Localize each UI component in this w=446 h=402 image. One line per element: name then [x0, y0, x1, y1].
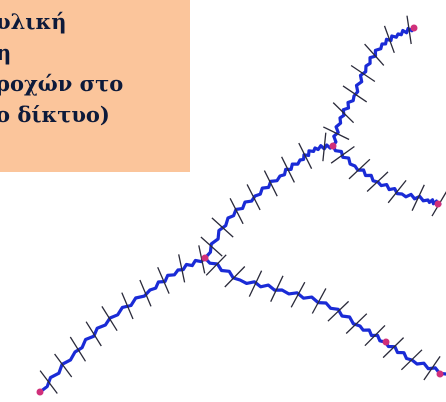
lower-branch-cross-section-7: [327, 300, 350, 322]
network-node-1: [201, 254, 209, 262]
right-upper-branch-channel: [331, 144, 442, 207]
main-stem-cross-section-3: [69, 336, 87, 362]
main-stem-cross-section-1: [39, 370, 58, 394]
caption-line-3: ροχών στο: [0, 71, 124, 96]
lower-branch-cross-section-12: [423, 356, 441, 381]
network-node-7: [36, 388, 44, 396]
upper-branch-cross-section-1: [323, 126, 350, 141]
main-stem-cross-section-6: [121, 292, 134, 320]
middle-branch-channel: [203, 143, 335, 260]
caption-line-1: υλική: [0, 9, 67, 34]
upper-branch-cross-section-5: [364, 43, 385, 66]
lower-branch-cross-section-6: [311, 288, 327, 314]
caption-box: υλική η ροχών στο ο δίκτυο): [0, 0, 190, 172]
main-stem-cross-section-5: [101, 306, 118, 332]
network-node-6: [436, 370, 444, 378]
caption-line-4: ο δίκτυο): [0, 102, 110, 127]
lower-branch-cross-section-3: [248, 270, 263, 297]
right-upper-branch-cross-section-5: [411, 184, 425, 211]
middle-branch-cross-section-4: [246, 184, 261, 211]
main-stem-cross-section-9: [178, 254, 186, 283]
network-node-2: [329, 142, 337, 150]
middle-branch-cross-section-3: [229, 198, 244, 225]
middle-branch-cross-section-8: [322, 132, 327, 162]
upper-branch-cross-section-4: [350, 64, 376, 83]
upper-branch-cross-section-7: [406, 15, 412, 45]
lower-branch-cross-section-4: [270, 275, 284, 302]
lower-branch-cross-section-11: [400, 349, 423, 371]
main-stem-cross-section-10: [198, 245, 206, 274]
lower-branch-cross-section-10: [382, 337, 405, 359]
main-stem-cross-section-7: [139, 279, 152, 307]
lower-branch-cross-section-2: [224, 266, 246, 288]
lower-branch-channel: [203, 256, 446, 376]
caption-line-2: η: [0, 40, 12, 65]
right-upper-branch-cross-section-2: [348, 158, 371, 180]
middle-branch-cross-section-5: [263, 170, 278, 197]
lower-branch-cross-section-8: [345, 313, 368, 334]
lower-branch-cross-section-1: [205, 254, 227, 276]
main-stem-channel: [38, 256, 207, 394]
upper-branch-cross-section-6: [383, 25, 395, 54]
lower-branch-cross-section-9: [364, 324, 386, 347]
right-upper-branch-cross-section-1: [330, 145, 355, 164]
main-stem-cross-section-4: [85, 321, 102, 347]
middle-branch-cross-section-7: [298, 142, 313, 169]
upper-branch-cross-section-3: [342, 85, 368, 103]
network-node-5: [382, 338, 390, 346]
main-stem-cross-section-2: [54, 353, 73, 378]
upper-branch-cross-section-2: [332, 102, 355, 124]
right-upper-branch-cross-section-4: [387, 179, 407, 204]
network-node-3: [410, 24, 418, 32]
network-node-4: [434, 200, 442, 208]
middle-branch-cross-section-6: [281, 156, 295, 183]
middle-branch-cross-section-2: [211, 217, 234, 238]
middle-branch-cross-section-1: [200, 236, 223, 257]
upper-branch-channel: [331, 26, 416, 148]
lower-branch-cross-section-5: [290, 281, 306, 308]
main-stem-cross-section-8: [157, 267, 170, 294]
right-upper-branch-cross-section-3: [366, 171, 389, 192]
